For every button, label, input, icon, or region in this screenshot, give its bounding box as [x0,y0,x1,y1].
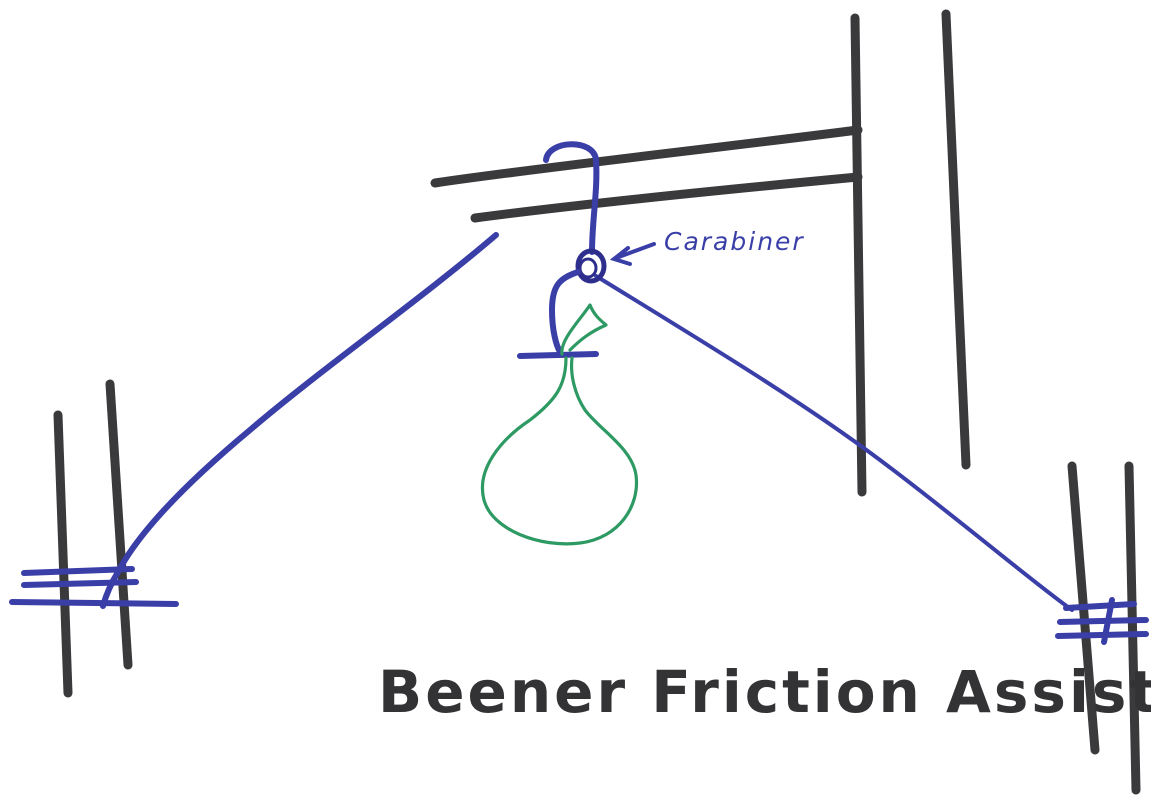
carabiner-label: Carabiner [664,227,805,256]
tall-post [850,9,971,497]
left-anchor-wraps [9,566,179,607]
carabiner [575,248,607,284]
left-anchor-post [53,379,133,698]
left-rope [100,232,499,609]
right-rope [594,274,1074,612]
right-anchor-wraps [1055,597,1149,645]
hanging-bag [480,303,639,546]
hook-line [543,141,600,255]
carabiner-callout: Carabiner [609,227,805,266]
diagram-title: Beener Friction Assist [378,658,1151,726]
bag-line [517,269,599,359]
overhead-branch [430,125,863,223]
